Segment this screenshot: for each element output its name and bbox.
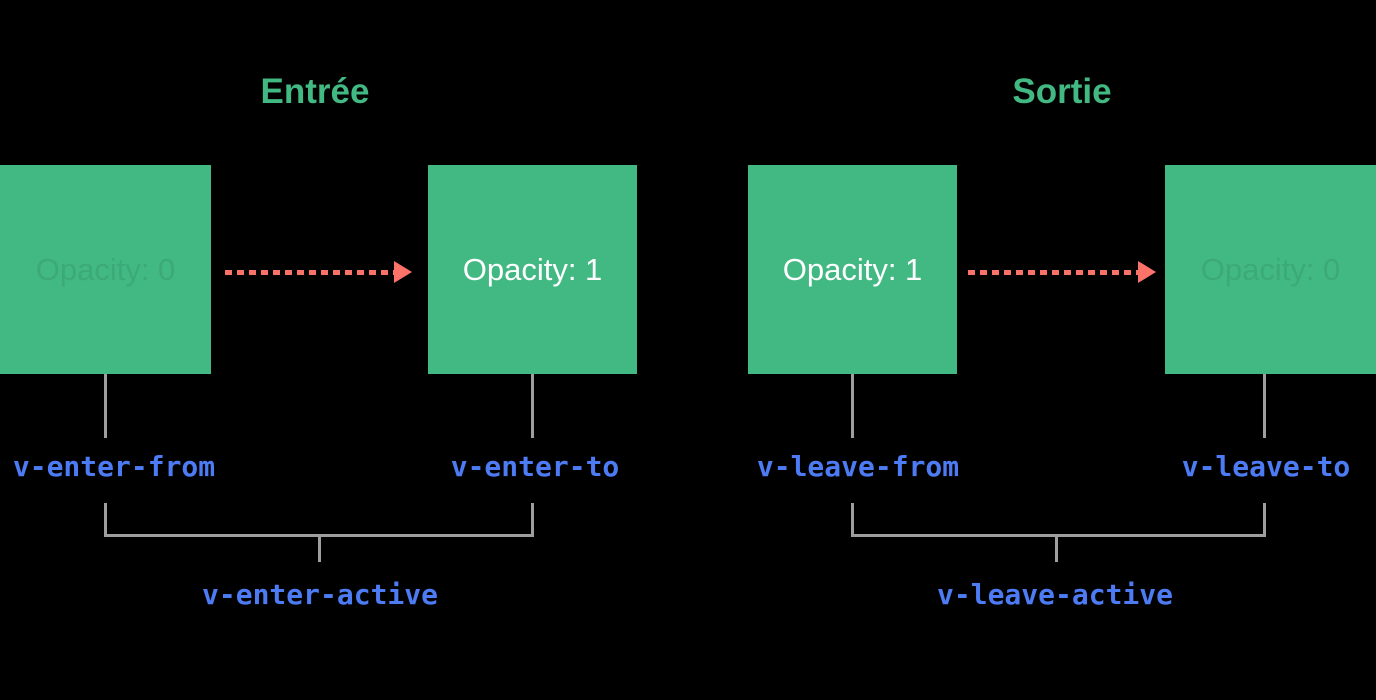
leave-to-box: Opacity: 0 xyxy=(1165,165,1376,374)
dashed-arrow-icon xyxy=(225,261,412,283)
leave-active-class-label: v-leave-active xyxy=(936,578,1174,611)
enter-from-class-label: v-enter-from xyxy=(12,450,216,483)
connector-line xyxy=(851,374,854,438)
bracket xyxy=(851,503,1266,537)
enter-to-box: Opacity: 1 xyxy=(428,165,637,374)
arrow-dashes xyxy=(968,269,1138,275)
connector-line xyxy=(1263,374,1266,438)
opacity-label: Opacity: 1 xyxy=(462,251,603,287)
leave-section-title: Sortie xyxy=(1012,72,1112,111)
leave-from-box: Opacity: 1 xyxy=(748,165,957,374)
leave-from-class-label: v-leave-from xyxy=(756,450,960,483)
connector-line xyxy=(531,374,534,438)
bracket xyxy=(104,503,534,537)
leave-to-class-label: v-leave-to xyxy=(1181,450,1351,483)
connector-line xyxy=(104,374,107,438)
opacity-label: Opacity: 1 xyxy=(782,251,923,287)
enter-to-class-label: v-enter-to xyxy=(450,450,620,483)
arrow-head xyxy=(394,261,412,283)
bracket-stub xyxy=(318,537,321,562)
arrow-dashes xyxy=(225,269,394,275)
bracket-stub xyxy=(1055,537,1058,562)
enter-active-class-label: v-enter-active xyxy=(201,578,439,611)
arrow-head xyxy=(1138,261,1156,283)
enter-from-box: Opacity: 0 xyxy=(0,165,211,374)
dashed-arrow-icon xyxy=(968,261,1156,283)
opacity-label: Opacity: 0 xyxy=(35,251,176,287)
opacity-label: Opacity: 0 xyxy=(1200,251,1341,287)
enter-section-title: Entrée xyxy=(260,72,370,111)
